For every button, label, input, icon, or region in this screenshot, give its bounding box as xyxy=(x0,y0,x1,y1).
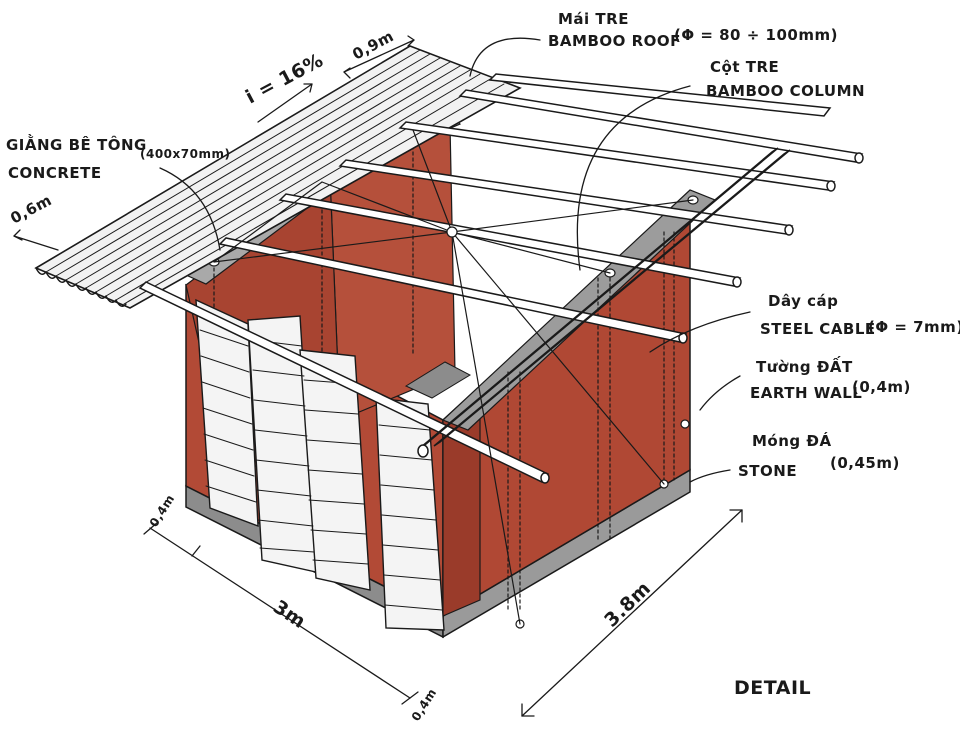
rafter xyxy=(218,237,688,344)
rafter xyxy=(488,73,832,117)
bamboo-roof xyxy=(34,45,522,309)
panel-hatching xyxy=(199,329,443,611)
foundation-label-vn: Móng ĐÁ xyxy=(752,431,832,450)
roof-slope: i = 16% xyxy=(242,49,327,108)
wall-thickness: (0,4m) xyxy=(852,378,911,396)
roof-wave-edge xyxy=(35,267,127,307)
roof-sheet xyxy=(34,45,522,309)
rafter xyxy=(398,121,836,192)
rafter xyxy=(338,159,794,236)
bamboo-rafters xyxy=(138,73,864,484)
cable-diameter: (Φ = 7mm) xyxy=(868,318,960,336)
column-holes xyxy=(208,125,699,629)
rafter xyxy=(138,281,550,484)
steel-cables xyxy=(213,129,694,625)
wall-label-vn: Tường ĐẤT xyxy=(756,355,853,376)
detail-title: DETAIL xyxy=(734,677,811,699)
wall-label-en: EARTH WALL xyxy=(750,384,862,402)
roof-label-vn: Mái TRE xyxy=(558,10,629,28)
ridge-bamboo xyxy=(417,147,791,458)
rafter xyxy=(278,193,742,288)
cable-label-vn: Dây cáp xyxy=(768,292,838,310)
floor-opening xyxy=(404,361,472,399)
beam-label-en: CONCRETE xyxy=(8,164,102,182)
bamboo-panels xyxy=(195,298,445,631)
roof-label-en: BAMBOO ROOF xyxy=(548,32,681,50)
foundation-label-en: STONE xyxy=(738,462,797,480)
pipe-diameter: (Φ = 80 ÷ 100mm) xyxy=(674,26,838,44)
annotations: Mái TRE BAMBOO ROOF (Φ = 80 ÷ 100mm) Cột… xyxy=(6,10,960,724)
rafter xyxy=(458,89,864,164)
leaders xyxy=(13,35,751,717)
beam-label-vn: GIẰNG BÊ TÔNG xyxy=(6,133,147,154)
column-label-en: BAMBOO COLUMN xyxy=(706,82,865,100)
earth-house xyxy=(184,115,717,639)
overhang-dim: 0,6m xyxy=(7,191,54,228)
dim-left-a: 0,4m xyxy=(147,492,178,530)
foundation-thickness: (0,45m) xyxy=(830,454,900,472)
roof-corrugation xyxy=(45,49,505,305)
column-label-vn: Cột TRE xyxy=(710,58,779,76)
dim-depth: 3.8m xyxy=(600,577,655,631)
beam-size: (400x70mm) xyxy=(140,147,230,161)
cable-label-en: STEEL CABLE xyxy=(760,320,876,338)
dim-left-b: 0,4m xyxy=(409,686,440,724)
bamboo-panel-1 xyxy=(195,298,259,528)
dim-width: 3m xyxy=(269,596,310,633)
